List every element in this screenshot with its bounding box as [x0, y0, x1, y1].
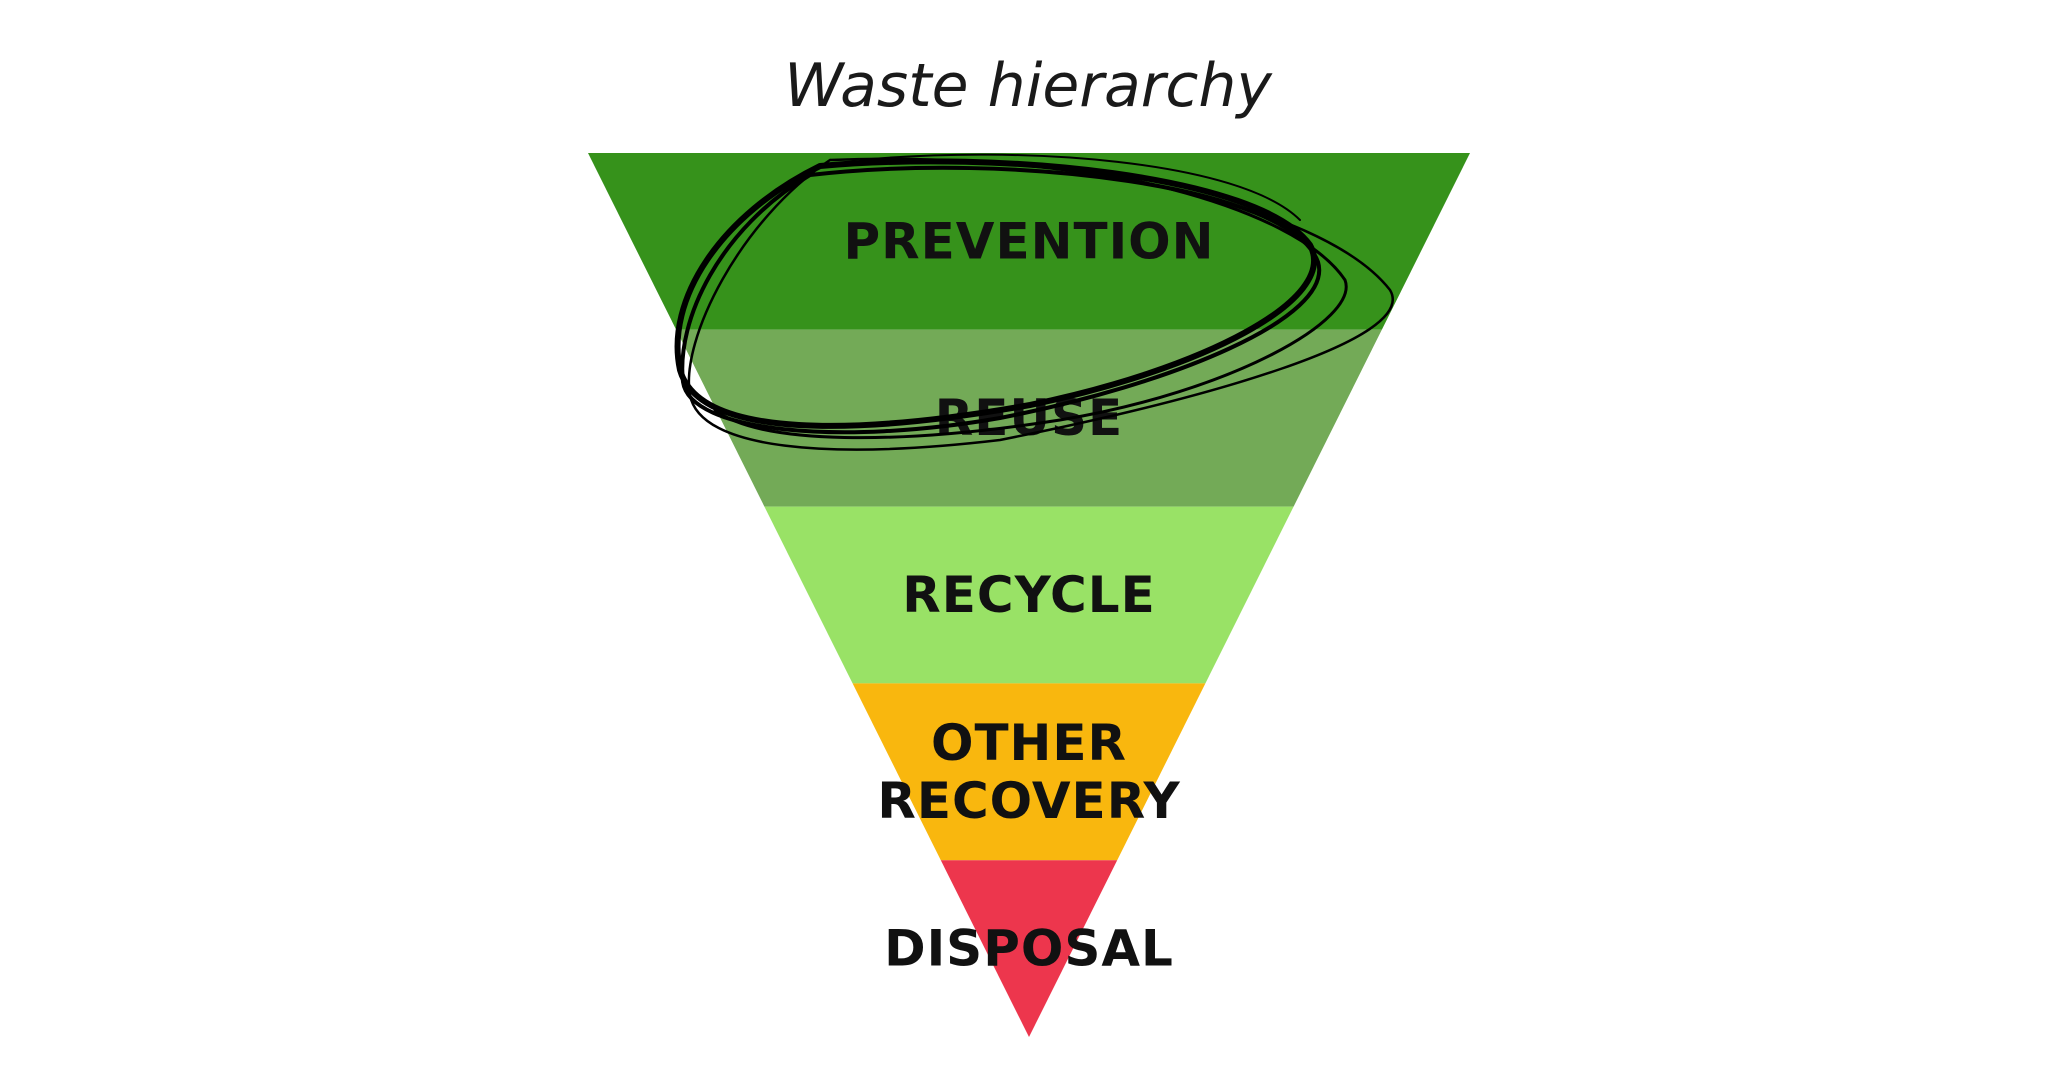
- pyramid-labels: PREVENTIONREUSERECYCLEOTHERRECOVERYDISPO…: [843, 212, 1214, 978]
- band-reuse: [676, 329, 1382, 507]
- band-other-recovery: [852, 683, 1206, 861]
- band-prevention: [588, 153, 1470, 330]
- hand-drawn-circle-icon: [674, 153, 1394, 451]
- label-other-recovery-2: RECOVERY: [877, 772, 1180, 830]
- label-recycle: RECYCLE: [902, 566, 1155, 624]
- label-disposal: DISPOSAL: [884, 920, 1174, 978]
- label-prevention: PREVENTION: [843, 212, 1214, 270]
- band-recycle: [764, 506, 1294, 684]
- diagram-title: Waste hierarchy: [784, 51, 1273, 121]
- band-disposal: [940, 860, 1118, 1037]
- pyramid-bands: [588, 153, 1470, 1037]
- label-other-recovery-1: OTHER: [931, 714, 1127, 772]
